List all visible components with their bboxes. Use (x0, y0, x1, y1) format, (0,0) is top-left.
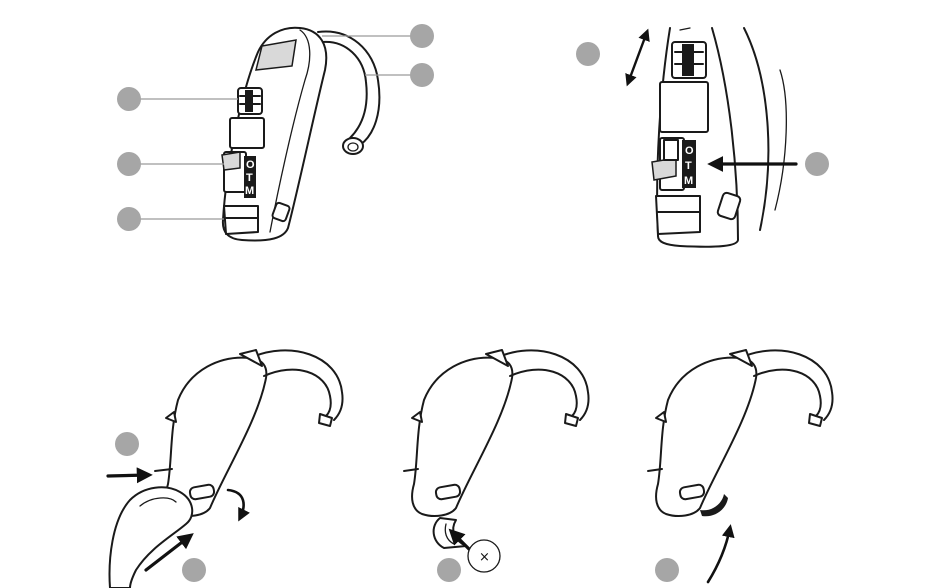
closeup-volume-wheel (672, 42, 706, 78)
open-battery-door (434, 518, 466, 548)
switch-label-t: T (246, 172, 253, 184)
step-wrong-battery: × (404, 350, 589, 582)
closeup-label-o: O (685, 145, 694, 157)
volume-wheel (238, 88, 262, 114)
callout-dot-step4 (437, 558, 461, 582)
overview-hearing-aid: O T M (117, 24, 434, 241)
callout-dot-volume (117, 87, 141, 111)
switch-label-m: M (245, 185, 254, 197)
push-arrow (108, 475, 148, 476)
callout-dot-earhook-top (410, 24, 434, 48)
side-view-hearing-aid (166, 350, 343, 516)
callout-dot-switch (117, 152, 141, 176)
door-open-arrow (228, 490, 244, 518)
callout-dot-step5 (655, 558, 679, 582)
step-open-battery-door (108, 350, 343, 588)
callout-dot-closeup-switch (805, 152, 829, 176)
closeup-label-m: M (684, 175, 693, 187)
close-door-arrow (708, 528, 730, 582)
callout-dot-closeup-wheel (576, 42, 600, 66)
switch-label-o: O (246, 159, 255, 171)
step-close-battery-door (648, 350, 833, 582)
callout-dot-step3-bottom (182, 558, 206, 582)
finger (110, 487, 193, 588)
no-symbol: × (479, 550, 490, 565)
battery-door (224, 206, 258, 234)
adjust-double-arrow (628, 32, 647, 83)
closeup-battery-door (656, 196, 700, 234)
closeup-switch-view: O T M (576, 28, 829, 247)
callout-dot-step3-top (115, 432, 139, 456)
callout-dot-earhook (410, 63, 434, 87)
closeup-label-t: T (685, 160, 692, 172)
callout-dot-battery (117, 207, 141, 231)
program-switch: O T M (222, 152, 256, 198)
